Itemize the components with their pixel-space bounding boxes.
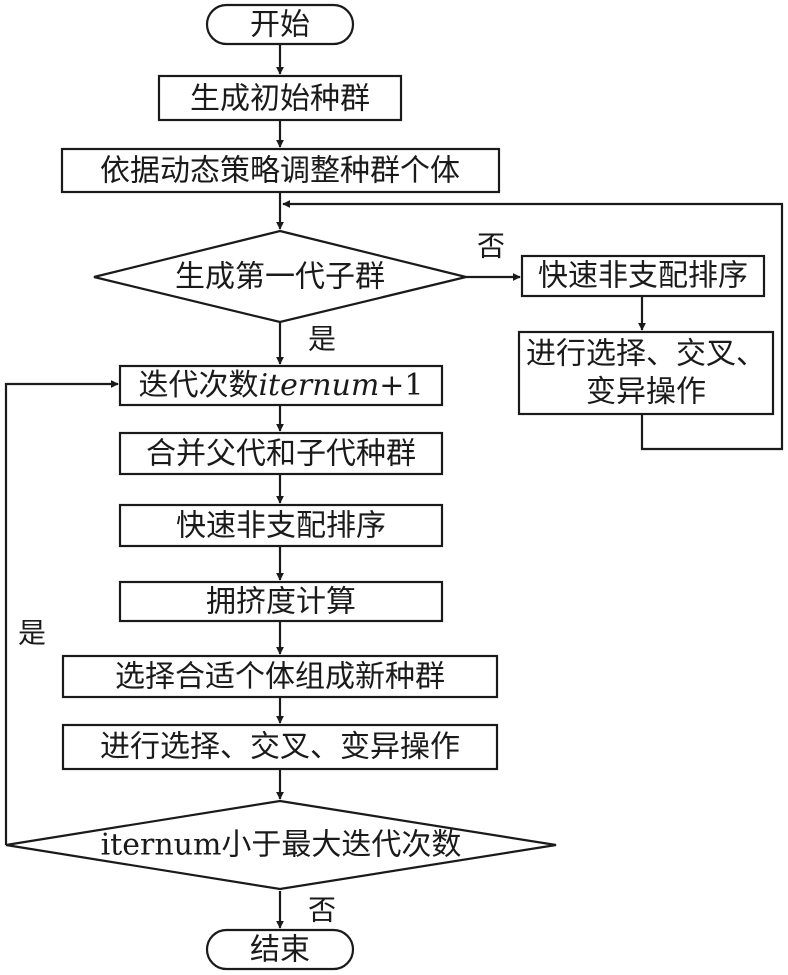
- start-terminal: [205, 3, 355, 46]
- first-generation-decision-node: 生成第一代子群: [93, 229, 467, 324]
- side-fast-sort-box: [520, 254, 766, 298]
- iterate-variable: iternum: [258, 368, 379, 403]
- end-terminal: [205, 928, 355, 971]
- side-genetic-ops-line2: 变异操作: [586, 375, 706, 410]
- select-new-population-box: [61, 654, 499, 699]
- merge-populations-node: 合并父代和子代种群: [118, 431, 444, 476]
- fast-sort-label: 快速非支配排序: [176, 509, 386, 544]
- side-fast-sort-node: 快速非支配排序: [520, 254, 766, 298]
- start-node: 开始: [205, 3, 355, 46]
- adjust-individuals-label: 依据动态策略调整种群个体: [100, 154, 460, 189]
- first-generation-label: 生成第一代子群: [175, 260, 385, 295]
- loop-condition-diamond: [5, 799, 557, 891]
- fast-sort-node: 快速非支配排序: [118, 503, 444, 548]
- genetic-ops-label: 进行选择、交叉、变异操作: [100, 730, 460, 765]
- end-label: 结束: [250, 933, 310, 968]
- arrow-side-loop-return: [282, 200, 784, 451]
- adjust-individuals-node: 依据动态策略调整种群个体: [60, 147, 501, 194]
- genetic-ops-box: [61, 723, 499, 771]
- loop-yes-label: 是: [18, 617, 46, 650]
- side-genetic-ops-node: 进行选择、交叉、 变异操作: [517, 330, 775, 416]
- side-fast-sort-label: 快速非支配排序: [538, 259, 748, 294]
- iterate-box: [118, 364, 444, 407]
- connectors: [4, 44, 784, 929]
- iterate-prefix: 迭代次数: [138, 368, 258, 403]
- select-new-population-label: 选择合适个体组成新种群: [115, 660, 445, 695]
- iterate-node: 迭代次数iternum+1: [118, 364, 444, 407]
- genetic-ops-node: 进行选择、交叉、变异操作: [61, 723, 499, 771]
- crowding-box: [118, 580, 444, 623]
- loop-condition-node: iternum小于最大迭代次数: [5, 799, 557, 891]
- loop-no-label: 否: [308, 894, 336, 927]
- merge-populations-box: [118, 431, 444, 476]
- arrow-loop-yes-return: [4, 380, 119, 845]
- fast-sort-box: [118, 503, 444, 548]
- first-gen-no-label: 否: [477, 230, 505, 263]
- loop-condition-label: iternum小于最大迭代次数: [101, 828, 462, 863]
- iterate-suffix: +1: [379, 368, 423, 403]
- merge-populations-label: 合并父代和子代种群: [146, 437, 416, 472]
- start-label: 开始: [250, 8, 310, 43]
- crowding-node: 拥挤度计算: [118, 580, 444, 623]
- crowding-label: 拥挤度计算: [206, 585, 356, 620]
- first-generation-diamond: [93, 229, 467, 324]
- init-population-label: 生成初始种群: [190, 82, 370, 117]
- iterate-label: 迭代次数iternum+1: [138, 368, 423, 403]
- init-population-box: [157, 74, 403, 122]
- side-genetic-ops-box: [517, 330, 775, 416]
- end-node: 结束: [205, 928, 355, 971]
- adjust-individuals-box: [60, 147, 501, 194]
- select-new-population-node: 选择合适个体组成新种群: [61, 654, 499, 699]
- first-gen-yes-label: 是: [308, 323, 336, 356]
- side-genetic-ops-line1: 进行选择、交叉、: [526, 337, 766, 372]
- init-population-node: 生成初始种群: [157, 74, 403, 122]
